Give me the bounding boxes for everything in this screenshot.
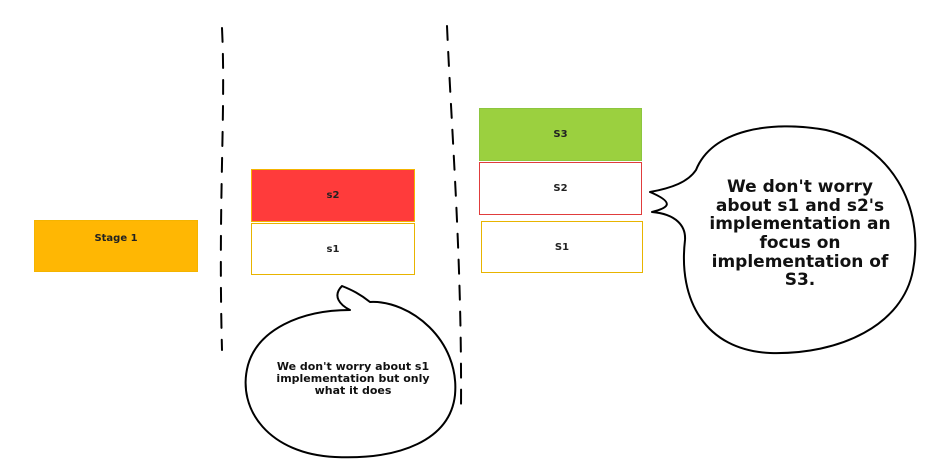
column3-s3-box: S3 bbox=[479, 108, 642, 161]
right-callout-text: We don't worry about s1 and s2's impleme… bbox=[709, 177, 891, 291]
column2-s2-box: s2 bbox=[251, 169, 415, 222]
column3-s2-box: S2 bbox=[479, 162, 642, 215]
separator-left bbox=[219, 27, 225, 351]
column3-s3-label: S3 bbox=[553, 129, 568, 140]
stage1-label: Stage 1 bbox=[94, 233, 138, 244]
column3-s2-label: S2 bbox=[553, 183, 568, 194]
stage1-box: Stage 1 bbox=[34, 220, 198, 272]
bottom-speech-bubble bbox=[244, 285, 457, 459]
column2-s1-label: s1 bbox=[326, 243, 340, 255]
bottom-callout-text: We don't worry about s1 implementation b… bbox=[276, 360, 430, 398]
column2-s1-box: s1 bbox=[251, 223, 415, 275]
separator-right bbox=[446, 25, 463, 411]
column3-s1-label: S1 bbox=[554, 241, 570, 253]
column3-s1-box: S1 bbox=[481, 221, 643, 273]
column2-s2-label: s2 bbox=[326, 190, 340, 201]
right-speech-bubble bbox=[649, 125, 917, 355]
